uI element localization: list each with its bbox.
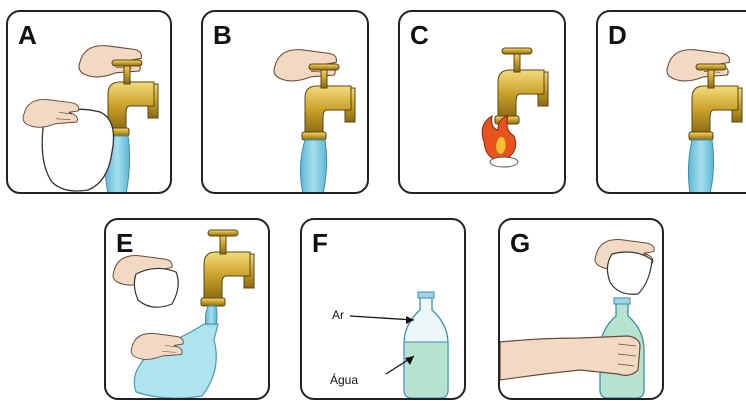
- panel-d: D: [596, 10, 746, 194]
- panel-e: E: [104, 218, 270, 400]
- water-stream: [688, 140, 713, 194]
- cloth-icon: [607, 252, 652, 294]
- water-label: Água: [330, 373, 358, 387]
- panel-f: F Ar Água: [300, 218, 466, 400]
- water-stream: [300, 140, 326, 194]
- air-arrow: [350, 316, 414, 320]
- faucet-icon: [495, 48, 548, 124]
- panel-c: C: [398, 10, 566, 194]
- panel-b: B: [201, 10, 369, 194]
- faucet-icon: [201, 230, 254, 306]
- water-stream: [205, 306, 217, 326]
- faucet-scene-illustration: [598, 12, 746, 194]
- air-label: Ar: [332, 308, 344, 322]
- faucet-scene-illustration: [203, 12, 369, 194]
- bottle-illustration: [500, 220, 664, 400]
- bottle-illustration: [302, 220, 466, 400]
- faucet-scene-illustration: [106, 220, 270, 400]
- cotton-icon: [490, 157, 518, 167]
- faucet-scene-illustration: [400, 12, 566, 194]
- arm-icon: [500, 336, 640, 380]
- panel-a: A: [6, 10, 172, 194]
- panel-g: G: [498, 218, 664, 400]
- faucet-scene-illustration: [8, 12, 172, 194]
- cloth-icon: [134, 268, 178, 307]
- water-level: [405, 342, 447, 397]
